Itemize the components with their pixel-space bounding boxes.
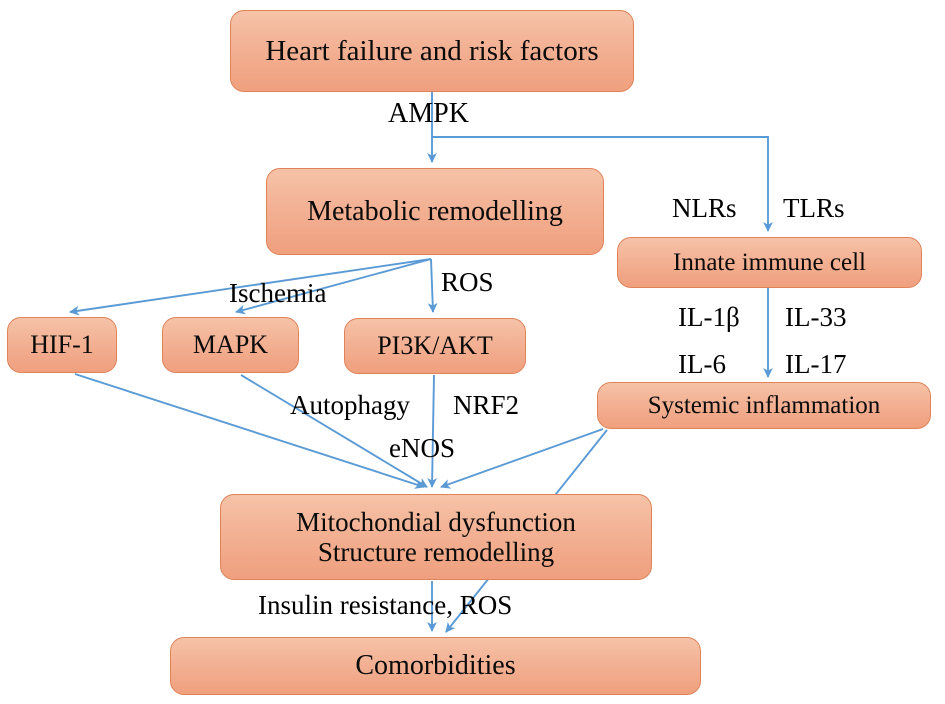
edge-label-autophagy: Autophagy [290, 390, 410, 420]
edge-label-ros-upper: ROS [441, 267, 494, 297]
node-mapk-label: MAPK [192, 330, 269, 360]
edge-metabolic-to-pi3k [427, 258, 438, 313]
node-pi3k-akt-label: PI3K/AKT [377, 331, 493, 361]
node-heart-failure[interactable]: Heart failure and risk factors [230, 10, 634, 92]
edge-label-nlrs: NLRs [672, 193, 737, 223]
node-heart-failure-label: Heart failure and risk factors [265, 34, 599, 67]
edge-label-il-1b: IL-1β [678, 302, 740, 332]
edge-label-il-17: IL-17 [785, 349, 847, 379]
edge-pi3k-to-mito [427, 374, 438, 488]
node-hif1-label: HIF-1 [30, 330, 94, 360]
edge-label-ampk: AMPK [388, 98, 469, 129]
node-mitochondrial-dysfunction[interactable]: Mitochondial dysfunction Structure remod… [220, 494, 652, 580]
edge-label-il-6: IL-6 [678, 349, 726, 379]
node-mapk[interactable]: MAPK [162, 317, 299, 373]
edge-label-nrf2: NRF2 [453, 390, 520, 420]
node-mitochondrial-dysfunction-line2: Structure remodelling [317, 537, 555, 567]
edge-label-insulin-ros: Insulin resistance, ROS [258, 590, 513, 620]
edge-systemic-to-mito [440, 428, 604, 489]
node-systemic-inflammation[interactable]: Systemic inflammation [597, 382, 931, 429]
edge-label-enos: eNOS [389, 433, 455, 463]
node-systemic-inflammation-label: Systemic inflammation [647, 391, 881, 419]
edge-label-il-33: IL-33 [785, 302, 847, 332]
node-metabolic-remodelling-label: Metabolic remodelling [307, 195, 563, 227]
node-mitochondrial-dysfunction-line1: Mitochondial dysfunction [296, 506, 576, 537]
node-hif1[interactable]: HIF-1 [7, 317, 117, 373]
node-innate-immune-cell[interactable]: Innate immune cell [617, 237, 922, 288]
node-innate-immune-cell-label: Innate immune cell [673, 248, 866, 276]
edge-label-tlrs: TLRs [783, 193, 845, 223]
node-comorbidities[interactable]: Comorbidities [170, 637, 701, 695]
edge-label-ischemia: Ischemia [229, 278, 327, 308]
node-comorbidities-label: Comorbidities [355, 650, 516, 682]
node-pi3k-akt[interactable]: PI3K/AKT [344, 318, 526, 374]
node-metabolic-remodelling[interactable]: Metabolic remodelling [266, 168, 604, 255]
